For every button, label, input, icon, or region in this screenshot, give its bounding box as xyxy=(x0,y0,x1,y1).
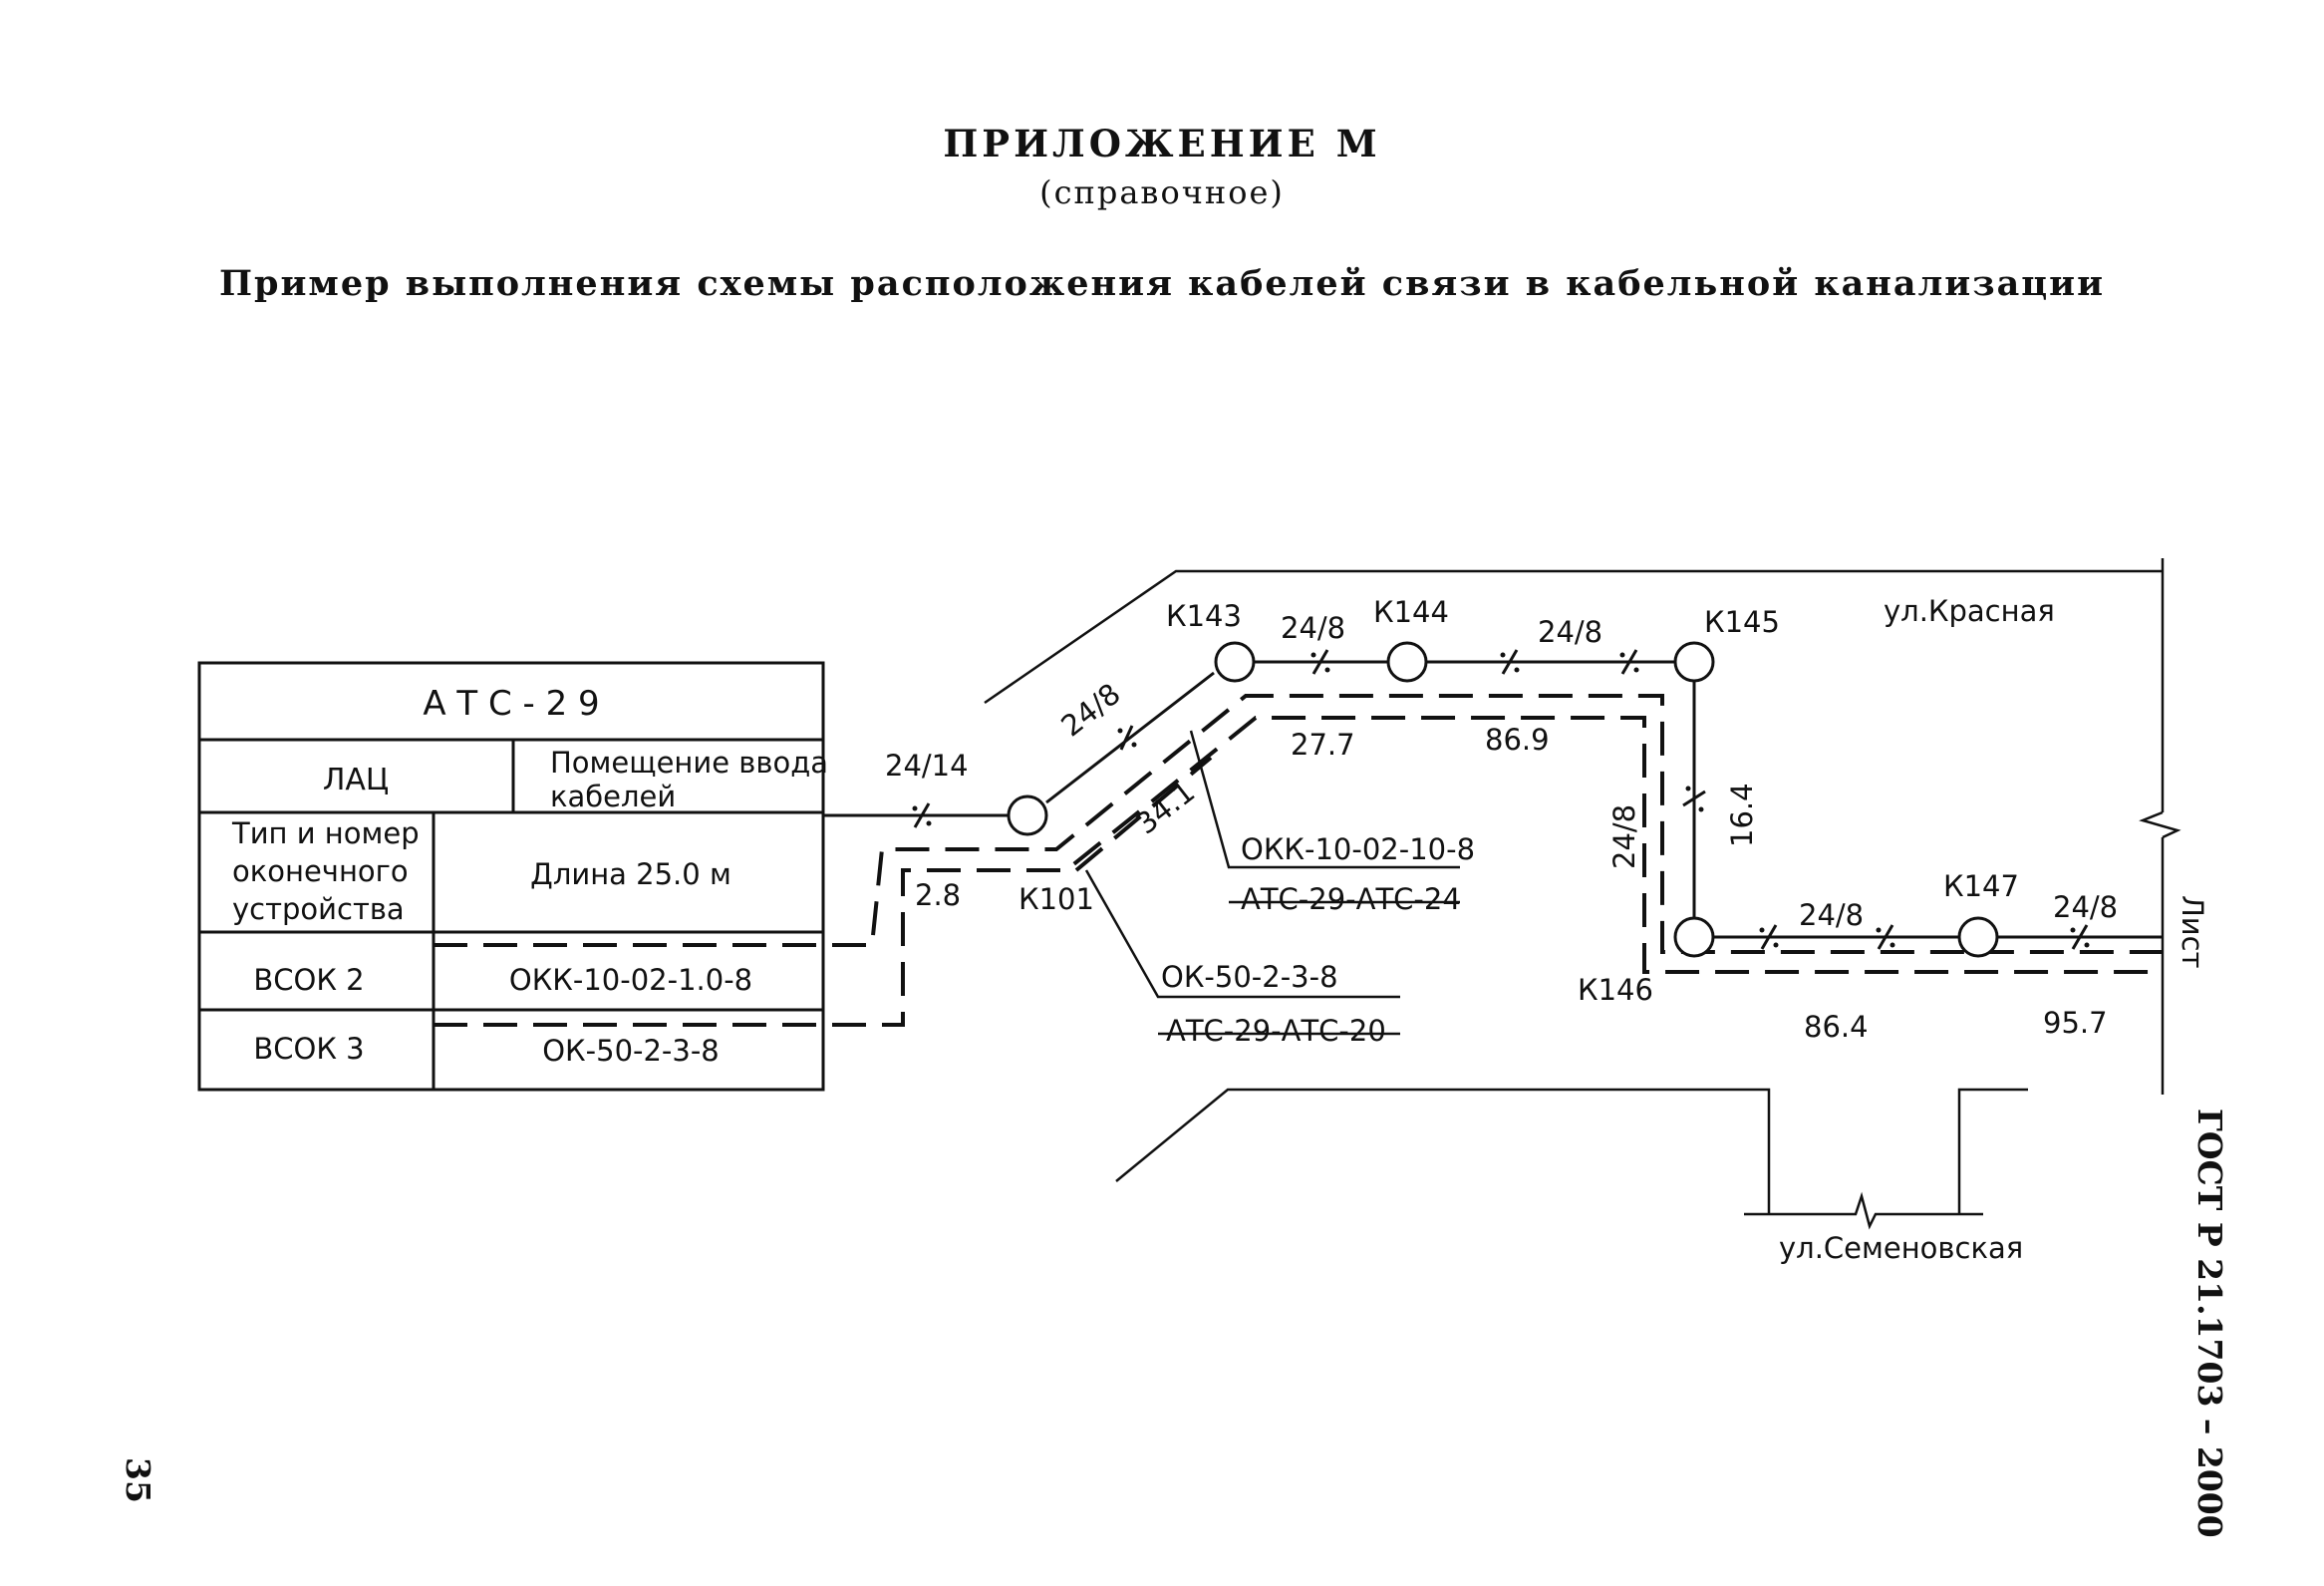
well-label-k144: К144 xyxy=(1373,595,1449,629)
upper-street-edge xyxy=(984,569,2163,705)
type-label-line2: оконечного xyxy=(232,854,409,888)
well-k144 xyxy=(1386,641,1428,683)
lower-street-edge-left xyxy=(1115,1088,1771,1214)
sheet-label: Лист xyxy=(2176,895,2209,969)
cable-route-vsok2 xyxy=(434,694,2163,954)
cable-routes xyxy=(434,694,2163,1027)
well-labels: К101 К143 К144 К145 К146 К147 xyxy=(1018,595,2019,1007)
lac-label: ЛАЦ xyxy=(323,763,389,797)
room-label-line2: кабелей xyxy=(550,780,676,813)
well-label-k146: К146 xyxy=(1578,973,1653,1007)
callout-2-cable: ОК-50-2-3-8 xyxy=(1161,960,1338,994)
appendix-subtitle: (справочное) xyxy=(1039,173,1285,211)
street-boundaries xyxy=(984,558,2181,1230)
callouts: ОКК-10-02-10-8 АТС-29-АТС-24 ОК-50-2-3-8… xyxy=(1084,730,1475,1048)
duct-label-4: 24/8 xyxy=(1538,615,1602,649)
length-label: Длина 25.0 м xyxy=(530,857,731,891)
well-k143 xyxy=(1214,641,1256,683)
well-label-k147: К147 xyxy=(1943,869,2019,903)
figure-caption: Пример выполнения схемы расположения каб… xyxy=(218,263,2106,304)
standard-label: ГОСТ Р 21.1703 – 2000 xyxy=(2190,1109,2229,1538)
lower-street-break xyxy=(1744,1191,1983,1230)
table-title: А Т С - 2 9 xyxy=(423,684,599,724)
duct-label-5: 24/8 xyxy=(1607,804,1641,869)
duct-label-7: 24/8 xyxy=(2053,890,2118,924)
lower-street-edge-right xyxy=(1957,1088,2028,1214)
right-border-break xyxy=(2139,810,2181,839)
well-label-k101: К101 xyxy=(1018,882,1094,916)
type-label-line1: Тип и номер xyxy=(231,816,420,850)
duct-label-6: 24/8 xyxy=(1799,898,1864,932)
device-row-1: ВСОК 2 xyxy=(253,963,364,997)
duct-marks xyxy=(912,649,2090,950)
length-label-2: 34.1 xyxy=(1129,775,1201,841)
well-k146 xyxy=(1673,916,1715,958)
length-label-4: 86.9 xyxy=(1485,723,1550,757)
type-label-line3: устройства xyxy=(232,892,405,926)
cable-route-vsok3 xyxy=(434,716,2163,1027)
cable-row-2: ОК-50-2-3-8 xyxy=(542,1034,720,1068)
callout-2-route: АТС-29-АТС-20 xyxy=(1166,1014,1386,1048)
street-krasnaya: ул.Красная xyxy=(1884,594,2055,628)
length-label-1: 2.8 xyxy=(915,878,961,912)
well-label-k143: К143 xyxy=(1166,599,1242,633)
length-label-3: 27.7 xyxy=(1291,728,1355,762)
length-label-5: 16.4 xyxy=(1725,783,1759,847)
table-frame xyxy=(197,661,825,1092)
street-semenovskaya: ул.Семеновская xyxy=(1779,1231,2023,1265)
well-k145 xyxy=(1673,641,1715,683)
cable-row-1: ОКК-10-02-1.0-8 xyxy=(509,963,752,997)
callout-leader-1 xyxy=(1189,730,1460,869)
well-k101 xyxy=(1007,794,1048,836)
room-label-line1: Помещение ввода xyxy=(550,746,828,780)
ats-table: А Т С - 2 9 ЛАЦ Помещение ввода кабелей … xyxy=(197,661,828,1092)
length-label-7: 95.7 xyxy=(2043,1006,2108,1040)
callout-1-cable: ОКК-10-02-10-8 xyxy=(1241,832,1475,866)
duct-label-3: 24/8 xyxy=(1281,611,1345,645)
duct-label-1: 24/14 xyxy=(885,749,969,783)
length-label-6: 86.4 xyxy=(1804,1010,1869,1044)
duct-network xyxy=(823,641,2163,958)
well-k147 xyxy=(1957,916,1999,958)
duct-label-2: 24/8 xyxy=(1054,677,1126,744)
appendix-title: ПРИЛОЖЕНИЕ М xyxy=(943,122,1381,165)
callout-1-route: АТС-29-АТС-24 xyxy=(1241,882,1461,916)
well-label-k145: К145 xyxy=(1704,605,1780,639)
page-number: 35 xyxy=(119,1457,157,1503)
cable-route-ats20 xyxy=(1074,756,1213,872)
device-row-2: ВСОК 3 xyxy=(253,1032,364,1066)
callout-leader-2 xyxy=(1084,869,1400,999)
